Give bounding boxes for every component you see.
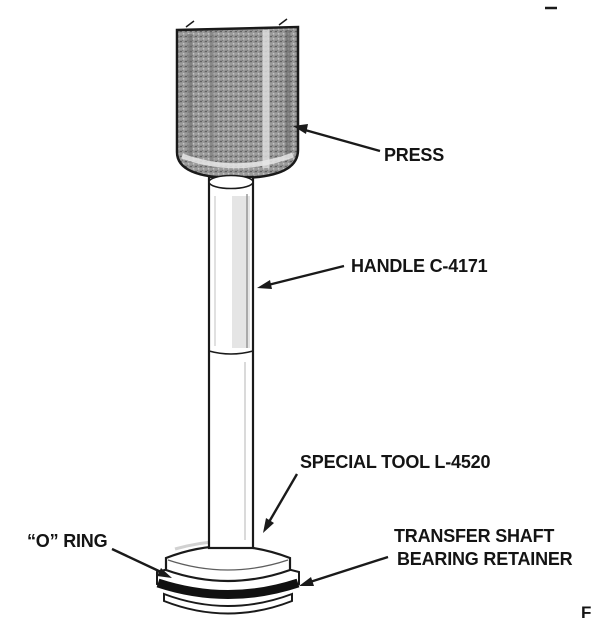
shaft-body xyxy=(207,175,255,550)
flange-rim-line xyxy=(167,559,289,571)
retainer-label-line1: TRANSFER SHAFT xyxy=(394,526,554,546)
press-break-mark xyxy=(185,20,195,28)
press-body xyxy=(175,25,300,180)
press-bottom-highlight xyxy=(181,152,294,169)
special-tool-flange xyxy=(164,544,292,583)
callout-labels: PRESS HANDLE C-4171 SPECIAL TOOL L-4520 … xyxy=(27,145,591,622)
special-tool-label: SPECIAL TOOL L-4520 xyxy=(300,452,490,472)
shaft-top-face xyxy=(208,174,254,190)
figure-corner-text: F xyxy=(581,603,591,622)
press-break-mark xyxy=(278,18,288,26)
handle-shaft xyxy=(207,174,255,550)
callout-arrows xyxy=(111,124,389,586)
retainer-arrow xyxy=(299,555,389,586)
handle-label: HANDLE C-4171 xyxy=(351,256,488,276)
handle-arrow xyxy=(257,264,345,289)
press-cylinder xyxy=(175,18,300,180)
retainer-label-line2: BEARING RETAINER xyxy=(397,549,573,569)
press-label: PRESS xyxy=(384,145,444,165)
special-tool-assembly xyxy=(156,539,300,615)
o-ring-arrow xyxy=(111,547,172,578)
o-ring-band xyxy=(156,578,300,599)
o-ring-label: “O” RING xyxy=(27,531,107,551)
special-tool-arrow xyxy=(263,473,299,533)
shaft-upper-shading xyxy=(232,196,250,348)
retainer-bottom-edge xyxy=(163,592,293,615)
press-arrow xyxy=(293,124,381,153)
shaft-joint-line xyxy=(208,350,254,355)
